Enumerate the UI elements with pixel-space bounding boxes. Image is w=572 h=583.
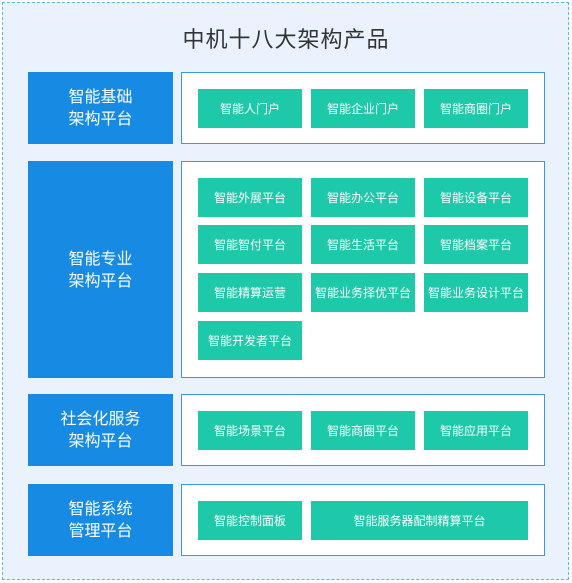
category-social-services: 社会化服务 架构平台 [28,394,173,466]
category-line-2: 架构平台 [68,109,133,128]
item-smart-enterprise-portal: 智能企业门户 [311,89,415,128]
item-smart-control-panel: 智能控制面板 [198,501,302,540]
item-smart-business-selection-platform: 智能业务择优平台 [311,273,415,312]
category-smart-basic: 智能基础 架构平台 [28,72,173,144]
item-smart-exhibition-platform: 智能外展平台 [198,178,302,217]
panel-smart-system-management: 智能控制面板 智能服务器配制精算平台 [181,484,545,556]
category-smart-system-management: 智能系统 管理平台 [28,484,173,556]
category-line-1: 社会化服务 [60,409,141,428]
item-smart-personal-portal: 智能人门户 [198,89,302,128]
category-line-2: 架构平台 [68,270,133,290]
category-line-1: 智能系统 [68,499,133,518]
item-smart-scene-platform: 智能场景平台 [198,411,302,450]
item-smart-office-platform: 智能办公平台 [311,178,415,217]
item-smart-life-platform: 智能生活平台 [311,225,415,264]
category-line-1: 智能基础 [68,87,133,106]
panel-smart-basic: 智能人门户 智能企业门户 智能商圈门户 [181,72,545,144]
category-line-2: 架构平台 [68,431,133,450]
category-smart-professional: 智能专业 架构平台 [28,161,173,378]
item-smart-server-config-platform: 智能服务器配制精算平台 [311,501,528,540]
diagram-title: 中机十八大架构产品 [182,28,390,53]
item-smart-device-platform: 智能设备平台 [424,178,528,217]
item-smart-business-design-platform: 智能业务设计平台 [424,273,528,312]
item-smart-developer-platform: 智能开发者平台 [198,321,302,360]
category-line-1: 智能专业 [68,248,133,268]
panel-social-services: 智能场景平台 智能商圈平台 智能应用平台 [181,394,545,466]
item-smart-actuarial-operations: 智能精算运营 [198,273,302,312]
item-smart-application-platform: 智能应用平台 [424,411,528,450]
item-smart-business-circle-platform: 智能商圈平台 [311,411,415,450]
panel-smart-professional: 智能外展平台 智能办公平台 智能设备平台 智能智付平台 智能生活平台 智能档案平… [181,161,545,378]
category-line-2: 管理平台 [68,521,133,540]
item-smart-payment-platform: 智能智付平台 [198,225,302,264]
item-smart-business-circle-portal: 智能商圈门户 [424,89,528,128]
item-smart-archive-platform: 智能档案平台 [424,225,528,264]
